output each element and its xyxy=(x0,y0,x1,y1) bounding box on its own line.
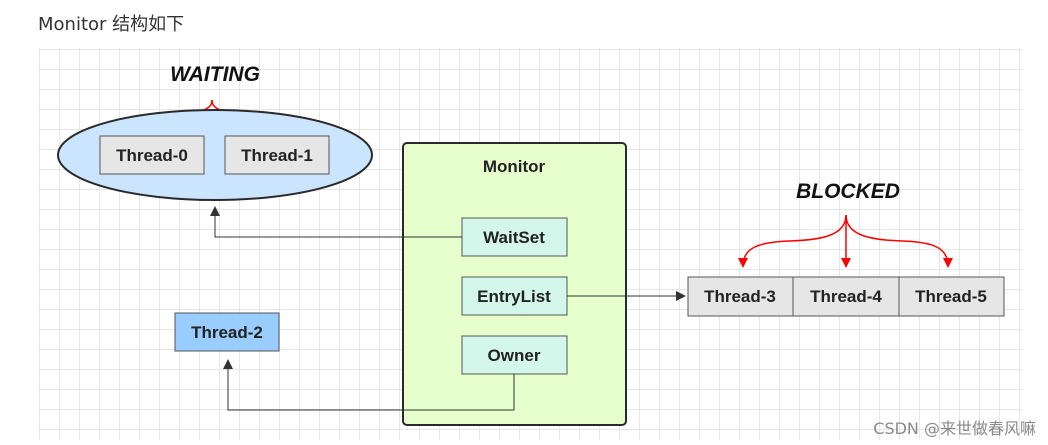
thread-4-label: Thread-4 xyxy=(810,287,882,306)
thread-5-label: Thread-5 xyxy=(915,287,987,306)
thread-1-label: Thread-1 xyxy=(241,146,313,165)
thread-0-box: Thread-0 xyxy=(99,135,205,175)
blocked-brace-arrows xyxy=(738,214,953,268)
page-heading: Monitor 结构如下 xyxy=(38,14,185,35)
owner-label: Owner xyxy=(488,346,541,365)
waitset-label: WaitSet xyxy=(483,228,545,247)
owner-connector xyxy=(223,359,515,411)
waiting-label: WAITING xyxy=(170,63,260,86)
thread-2-label: Thread-2 xyxy=(191,323,263,342)
waiting-ellipse xyxy=(57,109,373,201)
monitor-title: Monitor xyxy=(483,157,546,176)
blocked-label: BLOCKED xyxy=(796,180,900,203)
entrylist-box: EntryList xyxy=(461,276,568,316)
thread-0-label: Thread-0 xyxy=(116,146,188,165)
thread-1-box: Thread-1 xyxy=(224,135,330,175)
thread-3-label: Thread-3 xyxy=(704,287,776,306)
thread-2-box: Thread-2 xyxy=(174,312,280,352)
csdn-watermark: CSDN @来世做春风嘛 xyxy=(873,419,1036,438)
entrylist-label: EntryList xyxy=(477,287,551,306)
thread-4-box: Thread-4 xyxy=(792,276,900,317)
waitset-box: WaitSet xyxy=(461,217,568,257)
thread-3-box: Thread-3 xyxy=(687,276,794,317)
waitset-connector xyxy=(210,206,462,238)
owner-box: Owner xyxy=(461,335,568,375)
thread-5-box: Thread-5 xyxy=(898,276,1005,317)
